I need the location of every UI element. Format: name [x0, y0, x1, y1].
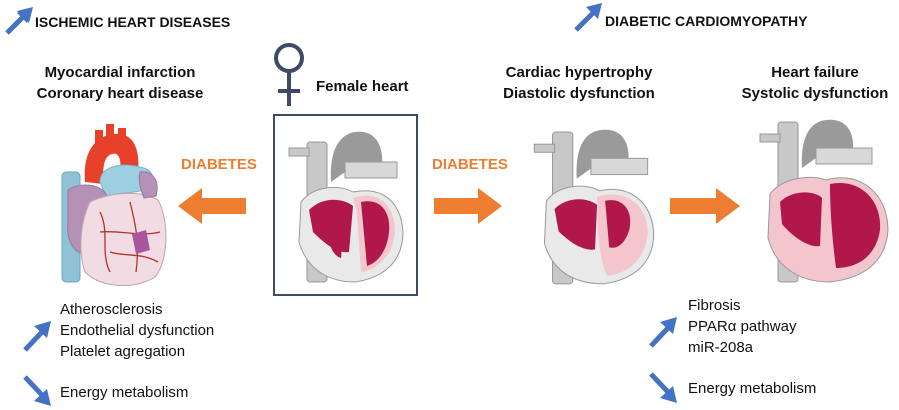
heart-failure-illustration: [759, 119, 889, 283]
decrease-arrow-icon: [649, 372, 677, 403]
failure-line1: Heart failure: [771, 64, 859, 81]
hypertrophy-stage-title: Cardiac hypertrophy Diastolic dysfunctio…: [494, 62, 664, 104]
up-arrow-icon: [5, 7, 33, 35]
list-item: Atherosclerosis: [60, 301, 163, 318]
list-item: Fibrosis: [688, 297, 741, 314]
ischemic-heart-illustration: [61, 124, 167, 287]
ischemic-header-label: ISCHEMIC HEART DISEASES: [35, 14, 231, 30]
failure-stage-title: Heart failure Systolic dysfunction: [730, 62, 899, 104]
increase-arrow-icon: [23, 321, 51, 352]
hypertrophy-heart-illustration: [533, 129, 655, 285]
hypertrophy-line2: Diastolic dysfunction: [503, 85, 655, 102]
up-arrow-icon: [574, 3, 602, 32]
orange-right-arrow-icon: [670, 188, 740, 224]
cardiomyopathy-header: DIABETIC CARDIOMYOPATHY: [573, 2, 873, 34]
hypertrophy-line1: Cardiac hypertrophy: [505, 64, 653, 81]
list-item: Platelet agregation: [60, 343, 186, 360]
list-item: Endothelial dysfunction: [60, 322, 215, 339]
cardiomyopathy-header-label: DIABETIC CARDIOMYOPATHY: [605, 13, 808, 29]
failure-line2: Systolic dysfunction: [741, 85, 889, 102]
female-heart-title: Female heart: [272, 40, 432, 110]
female-symbol-icon: [274, 43, 304, 106]
orange-right-arrow-icon: [434, 188, 502, 224]
right-increased-list: Fibrosis PPARα pathway miR-208a: [688, 295, 796, 358]
left-increased-list: Atherosclerosis Endothelial dysfunction …: [60, 299, 214, 362]
increase-arrow-icon: [649, 317, 677, 348]
list-item: Energy metabolism: [688, 380, 817, 397]
diabetes-label-left: DIABETES: [181, 156, 257, 173]
ischemic-stage-title: Myocardial infarction Coronary heart dis…: [20, 62, 220, 104]
orange-left-arrow-icon: [178, 188, 246, 224]
female-heart-label: Female heart: [316, 78, 409, 95]
decrease-arrow-icon: [23, 375, 51, 406]
left-decreased-list: Energy metabolism: [60, 382, 188, 403]
ischemic-header: ISCHEMIC HEART DISEASES: [4, 4, 284, 35]
female-heart-frame: [273, 114, 418, 296]
ischemic-line1: Myocardial infarction: [44, 64, 196, 81]
diabetes-label-middle: DIABETES: [432, 156, 508, 173]
list-item: miR-208a: [688, 339, 754, 356]
right-decreased-list: Energy metabolism: [688, 378, 816, 399]
female-heart-illustration: [288, 131, 404, 283]
list-item: Energy metabolism: [60, 384, 189, 401]
list-item: PPARα pathway: [688, 318, 797, 335]
ischemic-line2: Coronary heart disease: [36, 85, 204, 102]
